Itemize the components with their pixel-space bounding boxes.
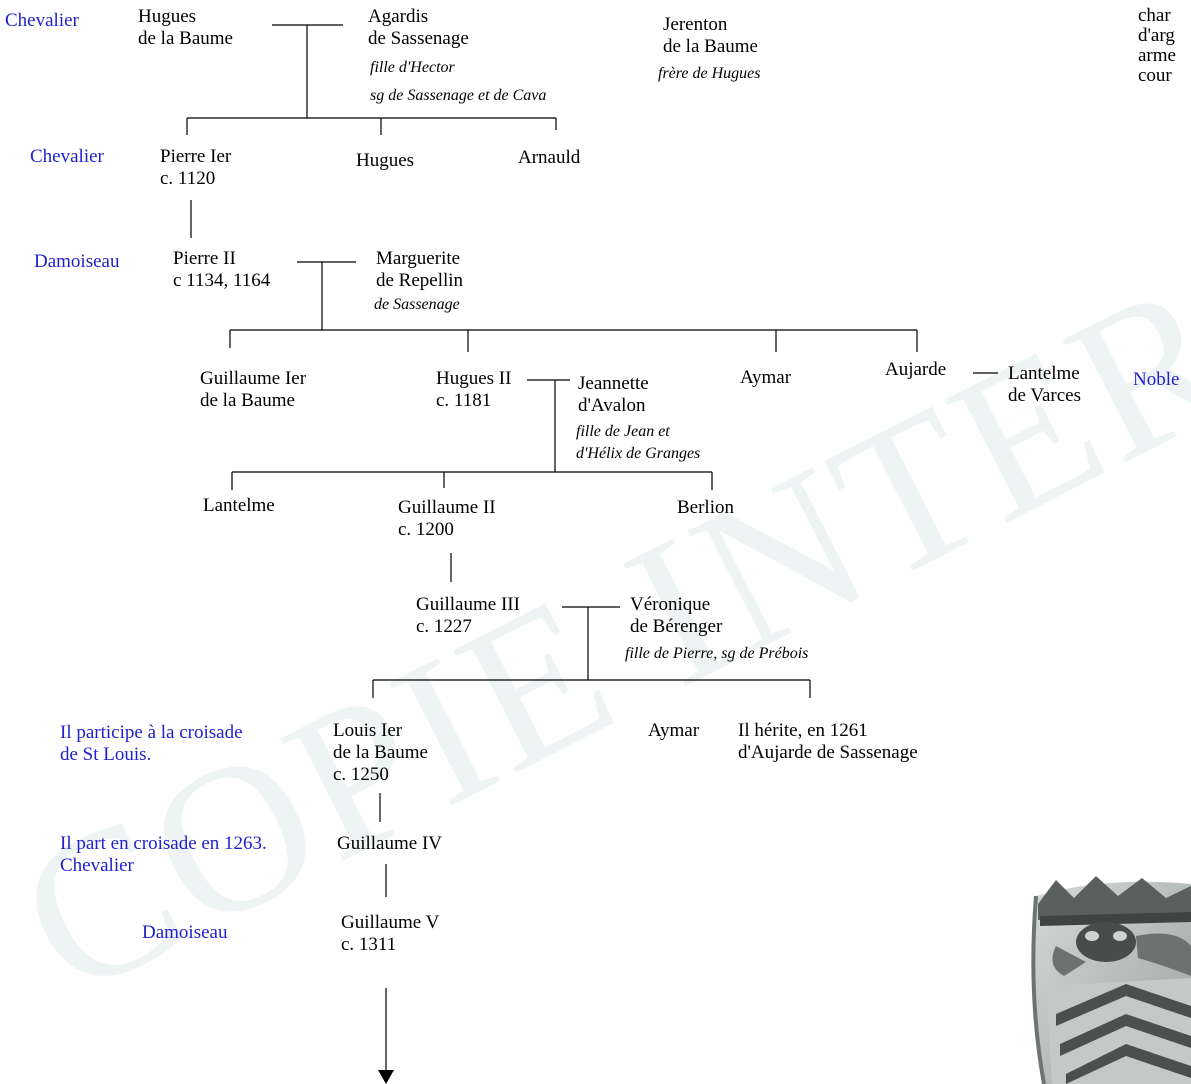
person-surname: de Varces	[1008, 385, 1081, 406]
person-veronique: Véronique de Bérenger	[630, 594, 722, 638]
person-surname: de Bérenger	[630, 616, 723, 637]
person-name: Guillaume III	[416, 594, 520, 615]
person-berlion: Berlion	[677, 497, 734, 518]
person-aymar-2: Aymar	[648, 720, 700, 741]
person-name: Guillaume II	[398, 497, 496, 518]
person-date: c. 1120	[160, 168, 216, 189]
side-note-gen7: Il participe à la croisade de St Louis.	[60, 722, 243, 766]
person-name: Pierre II	[173, 248, 236, 269]
person-jerenton: Jerenton de la Baume	[663, 14, 758, 58]
person-surname: de la Baume	[138, 28, 233, 49]
top-right-text: char d'arg arme cour	[1138, 6, 1176, 86]
person-pierre-2: Pierre II c 1134, 1164	[173, 248, 270, 292]
side-note-gen3: Damoiseau	[34, 251, 120, 272]
person-agardis: Agardis de Sassenage	[368, 6, 469, 50]
side-note-gen7-line1: Il participe à la croisade	[60, 722, 243, 743]
person-aymar-1: Aymar	[740, 367, 792, 388]
side-note-gen7-line2: de St Louis.	[60, 744, 152, 765]
note-line: d'Aujarde de Sassenage	[738, 742, 918, 763]
person-pierre-1: Pierre Ier c. 1120	[160, 146, 231, 190]
person-louis-1: Louis Ier de la Baume c. 1250	[333, 720, 428, 786]
jerenton-note: frère de Hugues	[658, 65, 761, 82]
person-name: Louis Ier	[333, 720, 403, 741]
person-guillaume-4: Guillaume IV	[337, 833, 443, 854]
note-line: sg de Sassenage et de Cava	[370, 87, 547, 104]
marguerite-note: de Sassenage	[374, 296, 460, 313]
person-surname: de la Baume	[663, 36, 758, 57]
person-name: Véronique	[630, 594, 711, 615]
note-line: Il hérite, en 1261	[738, 720, 868, 741]
note-line: fille de Jean et	[576, 423, 670, 440]
person-name: Pierre Ier	[160, 146, 232, 167]
person-name: Jeannette	[578, 373, 649, 394]
person-name: Marguerite	[376, 248, 461, 269]
person-name: Guillaume Ier	[200, 368, 307, 389]
agardis-note: fille d'Hector sg de Sassenage et de Cav…	[370, 54, 546, 110]
side-note-gen8-line2: Chevalier	[60, 855, 134, 876]
person-hugues-2: Hugues II c. 1181	[436, 368, 511, 412]
person-jeannette: Jeannette d'Avalon	[578, 373, 649, 417]
person-aujarde: Aujarde	[885, 359, 947, 380]
person-date: c. 1181	[436, 390, 492, 411]
person-guillaume-3: Guillaume III c. 1227	[416, 594, 520, 638]
person-date: c. 1200	[398, 519, 454, 540]
coat-of-arms-image	[1026, 876, 1191, 1084]
person-marguerite: Marguerite de Repellin	[376, 248, 463, 292]
person-guillaume-5: Guillaume V c. 1311	[341, 912, 439, 956]
person-date: c. 1250	[333, 764, 389, 785]
jeannette-note: fille de Jean et d'Hélix de Granges	[576, 421, 700, 465]
side-note-gen1: Chevalier	[5, 10, 79, 31]
person-date: c 1134, 1164	[173, 270, 271, 291]
note-line: fille d'Hector	[370, 59, 455, 76]
person-surname: d'Avalon	[578, 395, 646, 416]
person-date: c. 1227	[416, 616, 472, 637]
person-surname: de la Baume	[333, 742, 428, 763]
person-surname: de Repellin	[376, 270, 464, 291]
person-surname: de Sassenage	[368, 28, 469, 49]
side-note-noble: Noble	[1133, 369, 1180, 390]
person-name: Guillaume V	[341, 912, 440, 933]
person-arnauld: Arnauld	[518, 147, 581, 168]
person-lantelme-varces: Lantelme de Varces	[1008, 363, 1081, 407]
person-date: c. 1311	[341, 934, 397, 955]
top-right-line-1: char	[1138, 5, 1171, 26]
person-name: Hugues II	[436, 368, 512, 389]
top-right-line-4: cour	[1138, 65, 1172, 86]
person-name: Hugues	[138, 6, 197, 27]
person-name: Jerenton	[663, 14, 728, 35]
side-note-gen8: Il part en croisade en 1263. Chevalier	[60, 833, 267, 877]
person-hugues-sibling: Hugues	[356, 150, 415, 171]
side-note-gen9: Damoiseau	[142, 922, 228, 943]
person-lantelme: Lantelme	[203, 495, 275, 516]
person-guillaume-1: Guillaume Ier de la Baume	[200, 368, 306, 412]
person-name: Agardis	[368, 6, 429, 27]
person-hugues: Hugues de la Baume	[138, 6, 233, 50]
person-name: Lantelme	[1008, 363, 1080, 384]
side-note-gen2: Chevalier	[30, 146, 104, 167]
top-right-line-2: d'arg	[1138, 25, 1175, 46]
person-guillaume-2: Guillaume II c. 1200	[398, 497, 496, 541]
heir-note: Il hérite, en 1261 d'Aujarde de Sassenag…	[738, 720, 918, 764]
veronique-note: fille de Pierre, sg de Prébois	[625, 645, 809, 662]
note-line: d'Hélix de Granges	[576, 445, 701, 462]
person-surname: de la Baume	[200, 390, 295, 411]
top-right-line-3: arme	[1138, 45, 1176, 66]
side-note-gen8-line1: Il part en croisade en 1263.	[60, 833, 267, 854]
